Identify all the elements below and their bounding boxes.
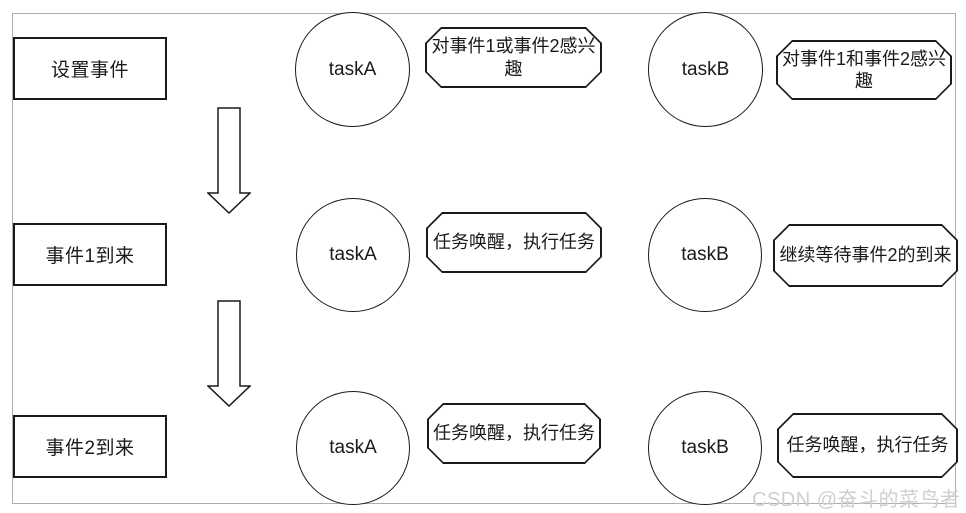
row1-taska-circle: taskA bbox=[295, 12, 410, 127]
row1-event-box: 设置事件 bbox=[13, 37, 167, 100]
row1-taskb-callout: 对事件1和事件2感兴趣 bbox=[776, 40, 952, 100]
row3-taska-circle: taskA bbox=[296, 391, 410, 505]
row3-event-box: 事件2到来 bbox=[13, 415, 167, 478]
row1-taska-callout-label: 对事件1或事件2感兴趣 bbox=[431, 36, 596, 79]
row3-taska-callout: 任务唤醒，执行任务 bbox=[427, 403, 601, 464]
row2-taska-callout-label: 任务唤醒，执行任务 bbox=[433, 232, 595, 253]
row1-taskb-callout-label: 对事件1和事件2感兴趣 bbox=[781, 48, 947, 91]
row3-taska-callout-label: 任务唤醒，执行任务 bbox=[433, 423, 595, 444]
row2-taska-circle: taskA bbox=[296, 198, 410, 312]
row1-taska-callout: 对事件1或事件2感兴趣 bbox=[425, 27, 602, 88]
row3-taskb-circle: taskB bbox=[648, 391, 762, 505]
row2-taska-callout: 任务唤醒，执行任务 bbox=[426, 212, 602, 273]
watermark: CSDN @奋斗的菜鸟者 bbox=[752, 489, 961, 511]
down-arrow-icon bbox=[206, 300, 252, 408]
row2-event-box: 事件1到来 bbox=[13, 223, 167, 286]
down-arrow-icon bbox=[206, 107, 252, 215]
row2-taskb-callout: 继续等待事件2的到来 bbox=[773, 224, 958, 287]
row3-taskb-callout-label: 任务唤醒，执行任务 bbox=[786, 435, 949, 456]
row2-taskb-circle: taskB bbox=[648, 198, 762, 312]
row1-taskb-circle: taskB bbox=[648, 12, 763, 127]
row2-taskb-callout-label: 继续等待事件2的到来 bbox=[779, 245, 952, 266]
row3-taskb-callout: 任务唤醒，执行任务 bbox=[777, 413, 958, 478]
